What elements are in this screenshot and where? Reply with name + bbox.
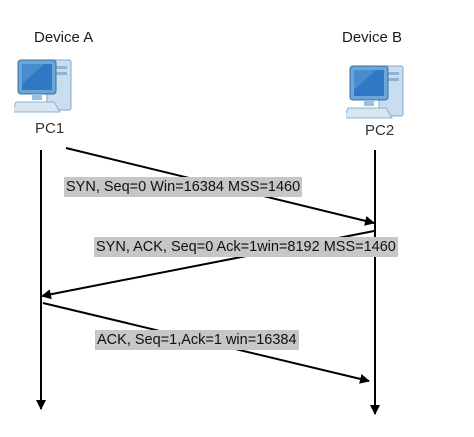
- pc1-label: PC1: [35, 120, 65, 137]
- device-b-title: Device B: [342, 29, 403, 46]
- desktop-computer-icon: [346, 65, 404, 119]
- device-a-title: Device A: [34, 29, 94, 46]
- syn-ack-message-label: SYN, ACK, Seq=0 Ack=1win=8192 MSS=1460: [94, 237, 398, 257]
- ack-message-label: ACK, Seq=1,Ack=1 win=16384: [95, 330, 299, 350]
- pc2-label: PC2: [365, 122, 395, 139]
- syn-message-label: SYN, Seq=0 Win=16384 MSS=1460: [64, 177, 303, 197]
- desktop-computer-icon: [14, 59, 72, 113]
